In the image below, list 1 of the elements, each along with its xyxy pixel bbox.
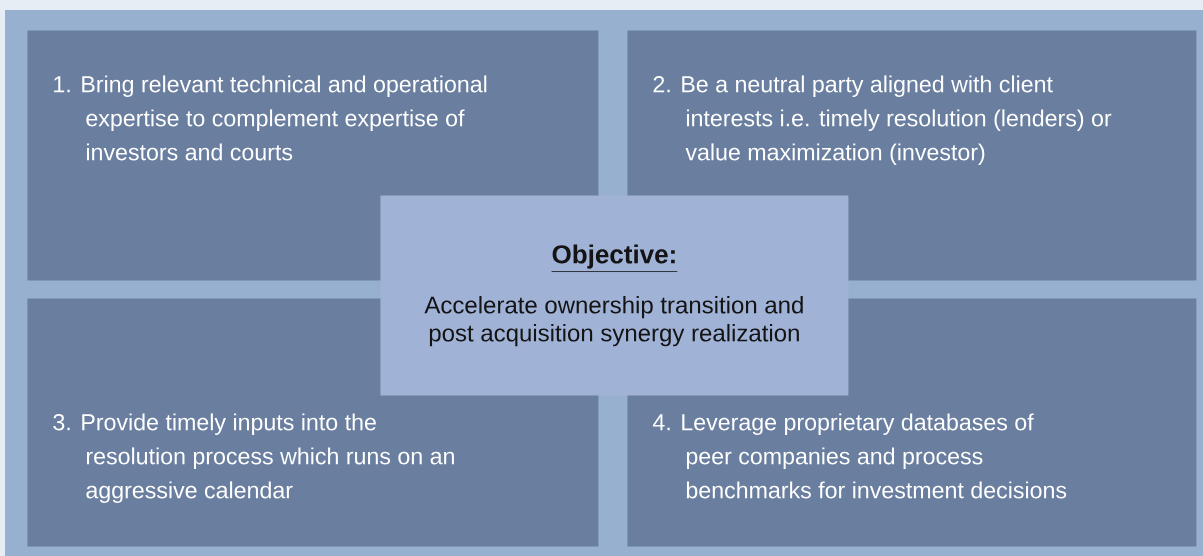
objective-box: Objective: Accelerate ownership transition and post acquisition synergy realization bbox=[380, 195, 849, 396]
